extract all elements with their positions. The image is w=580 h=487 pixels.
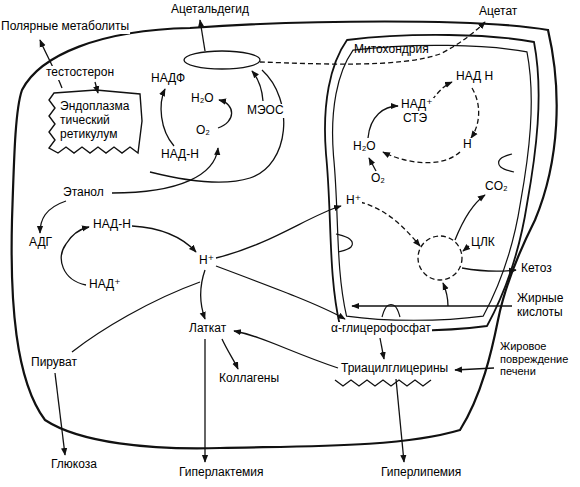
arrow xyxy=(200,20,205,51)
label: Пируват xyxy=(30,356,78,370)
arrow xyxy=(222,339,238,369)
arrow xyxy=(396,379,404,462)
label: Ацетат xyxy=(478,5,518,19)
cell-outline xyxy=(12,22,557,449)
label: НАД⁺ xyxy=(88,278,122,292)
arrow xyxy=(463,246,469,251)
crista xyxy=(382,305,400,317)
label: МЭОС xyxy=(246,104,285,118)
label: H⁺ xyxy=(198,254,215,268)
label: Триацилглицерины xyxy=(340,362,449,376)
label: Коллагены xyxy=(218,372,280,386)
krebs-cycle xyxy=(418,236,462,280)
arrow xyxy=(204,339,205,462)
arrow xyxy=(368,106,398,138)
label: АДГ xyxy=(28,236,53,250)
er-membrane xyxy=(150,70,284,182)
arrow xyxy=(112,148,218,193)
label: Н xyxy=(462,138,473,152)
label: НАД⁺ xyxy=(400,98,434,112)
arrow xyxy=(462,268,516,271)
vesicle xyxy=(184,51,260,69)
dashed-arrow xyxy=(360,202,420,246)
label: H₂O xyxy=(190,92,215,106)
label: Гиперлипемия xyxy=(380,466,462,480)
dashed-arrow xyxy=(432,82,452,100)
arrow xyxy=(40,40,62,88)
label: Жирные кислоты xyxy=(516,292,576,320)
line xyxy=(72,282,200,352)
label: Полярные метаболиты xyxy=(0,20,130,34)
label: Кетоз xyxy=(520,262,553,276)
label: СТЭ xyxy=(402,112,428,126)
label: НАДФ xyxy=(150,72,186,86)
arrow xyxy=(216,206,341,258)
arrow xyxy=(234,331,338,368)
outer-membrane xyxy=(325,35,539,331)
arrow xyxy=(55,373,65,455)
label: O₂ xyxy=(195,124,211,138)
dashed-arrow xyxy=(383,152,460,163)
label: Латкат xyxy=(188,322,227,336)
crista xyxy=(336,234,352,252)
label: O₂ xyxy=(370,172,386,186)
label: CO₂ xyxy=(484,180,509,194)
arrow xyxy=(252,71,263,101)
label: тестостерон xyxy=(45,66,115,80)
arrow xyxy=(455,368,494,370)
label: НАД-Н xyxy=(160,148,200,162)
label: НАД-Н xyxy=(92,218,132,232)
label: Гиперлактемия xyxy=(178,466,265,480)
mitochondrion: Митохондрия xyxy=(322,34,544,334)
arrow xyxy=(218,100,232,128)
arrow xyxy=(216,266,345,319)
crista xyxy=(499,154,514,172)
label: ЦЛК xyxy=(470,236,496,250)
label: α-глицерофосфат xyxy=(330,322,432,336)
arrow xyxy=(443,283,448,306)
organelle-outline xyxy=(322,34,544,334)
organelle: Эндоплазма тический ретикулум xyxy=(48,88,144,154)
inner-membrane xyxy=(333,45,532,320)
label: Жировое повреждение печени xyxy=(499,340,575,378)
arrow xyxy=(369,158,376,171)
dashed-arrow xyxy=(471,88,479,138)
arrow xyxy=(455,195,485,240)
label: H₂O xyxy=(352,140,377,154)
label: Ацетальдегид xyxy=(170,3,250,17)
er-outline xyxy=(49,90,142,153)
arrow xyxy=(200,270,205,319)
label: Глюкоза xyxy=(50,458,98,472)
arrow xyxy=(161,89,174,146)
organelle-label: Митохондрия xyxy=(354,43,544,57)
label: Этанол xyxy=(62,186,105,200)
arrow xyxy=(61,227,89,285)
arrow xyxy=(380,338,384,359)
organelle-label: Эндоплазма тический ретикулум xyxy=(60,100,132,141)
arrow xyxy=(40,201,66,233)
label: H⁺ xyxy=(345,194,362,208)
arrow xyxy=(132,226,196,252)
label: НАД Н xyxy=(455,70,494,84)
mitochondrion-walls xyxy=(325,35,539,331)
wavy-line xyxy=(335,380,431,386)
arrow xyxy=(95,82,98,93)
